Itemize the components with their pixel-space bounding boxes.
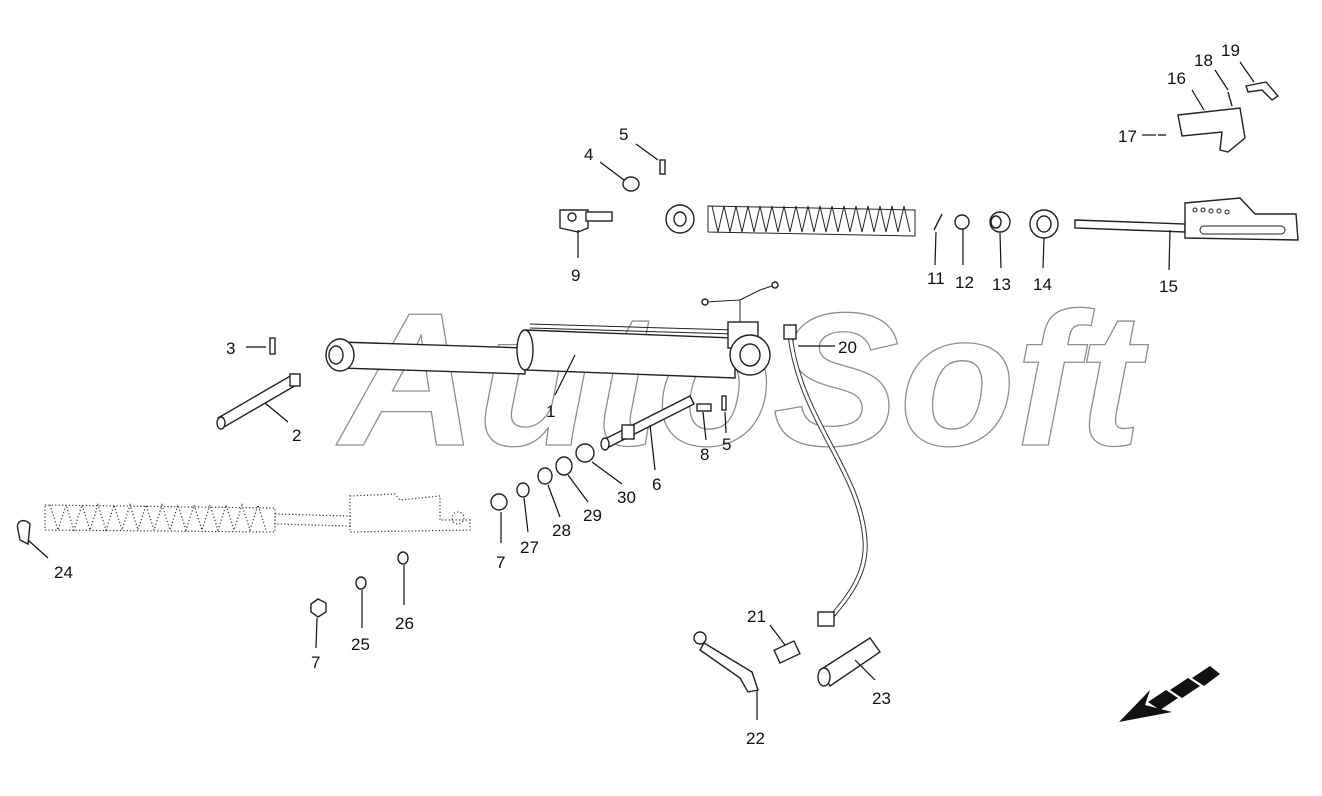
callout-18: 18 — [1194, 51, 1213, 70]
part-23-grip — [817, 637, 881, 687]
callout-11: 11 — [927, 269, 945, 288]
part-3-pin — [269, 337, 276, 355]
leader-lines — [27, 61, 1255, 720]
part-1-cylinder — [325, 281, 779, 379]
part-5-pin-top — [659, 159, 666, 175]
callout-labels: 1 2 3 4 5 5 6 7 7 8 9 11 12 13 14 15 16 … — [54, 41, 1240, 748]
part-26-washer — [397, 551, 409, 565]
callout-2: 2 — [292, 426, 301, 445]
part-6-shaft — [600, 395, 695, 451]
callout-1: 1 — [546, 402, 555, 421]
part-18-pin — [1227, 91, 1233, 107]
part-30-ring — [575, 443, 595, 463]
part-20-hose — [783, 324, 868, 627]
callout-19: 19 — [1221, 41, 1240, 60]
part-4-washer — [622, 176, 640, 192]
part-9-clevis — [559, 209, 613, 233]
callout-20: 20 — [838, 338, 857, 357]
callout-13: 13 — [992, 275, 1011, 294]
callout-7-lower: 7 — [311, 653, 320, 672]
callout-26: 26 — [395, 614, 414, 633]
part-7-nut-upper — [490, 493, 508, 511]
callout-5-top: 5 — [619, 125, 628, 144]
callout-24: 24 — [54, 563, 73, 582]
callout-27: 27 — [520, 538, 539, 557]
part-28-ring — [537, 467, 553, 485]
callout-3: 3 — [226, 339, 235, 358]
callout-9: 9 — [571, 266, 580, 285]
part-22-wrench — [693, 631, 759, 693]
callout-30: 30 — [617, 488, 636, 507]
part-2-pin — [216, 373, 301, 430]
callout-14: 14 — [1033, 275, 1052, 294]
part-14-boot — [1029, 209, 1059, 239]
part-5-pin-lower — [721, 395, 727, 411]
watermark-logo: AutoSoft — [336, 274, 1149, 486]
part-spring-lower-assembly — [44, 493, 471, 533]
callout-22: 22 — [746, 729, 765, 748]
callout-16: 16 — [1167, 69, 1186, 88]
direction-arrow-icon — [1119, 666, 1220, 722]
callout-17: 17 — [1118, 127, 1137, 146]
callout-29: 29 — [583, 506, 602, 525]
part-27-ring — [516, 482, 530, 498]
part-16-bracket — [1177, 107, 1246, 153]
part-13-bushing — [989, 211, 1011, 233]
part-spring-upper — [665, 204, 916, 237]
callout-23: 23 — [872, 689, 891, 708]
part-29-ring — [555, 456, 573, 476]
part-8-pin — [696, 403, 712, 412]
part-25-washer — [355, 576, 367, 590]
callout-12: 12 — [955, 273, 974, 292]
part-7-nut-lower — [310, 598, 327, 618]
callout-21: 21 — [747, 607, 766, 626]
callout-7-upper: 7 — [496, 553, 505, 572]
part-21-fitting — [773, 640, 801, 664]
callout-5-lower: 5 — [722, 435, 731, 454]
callout-4: 4 — [584, 145, 593, 164]
callout-28: 28 — [552, 521, 571, 540]
callout-8: 8 — [700, 445, 709, 464]
callout-15: 15 — [1159, 277, 1178, 296]
part-15-rod — [1074, 197, 1299, 241]
part-12-nut — [954, 214, 970, 230]
part-19-pin-l — [1245, 81, 1280, 101]
callout-6: 6 — [652, 475, 661, 494]
part-11-cotter — [933, 213, 943, 231]
callout-25: 25 — [351, 635, 370, 654]
